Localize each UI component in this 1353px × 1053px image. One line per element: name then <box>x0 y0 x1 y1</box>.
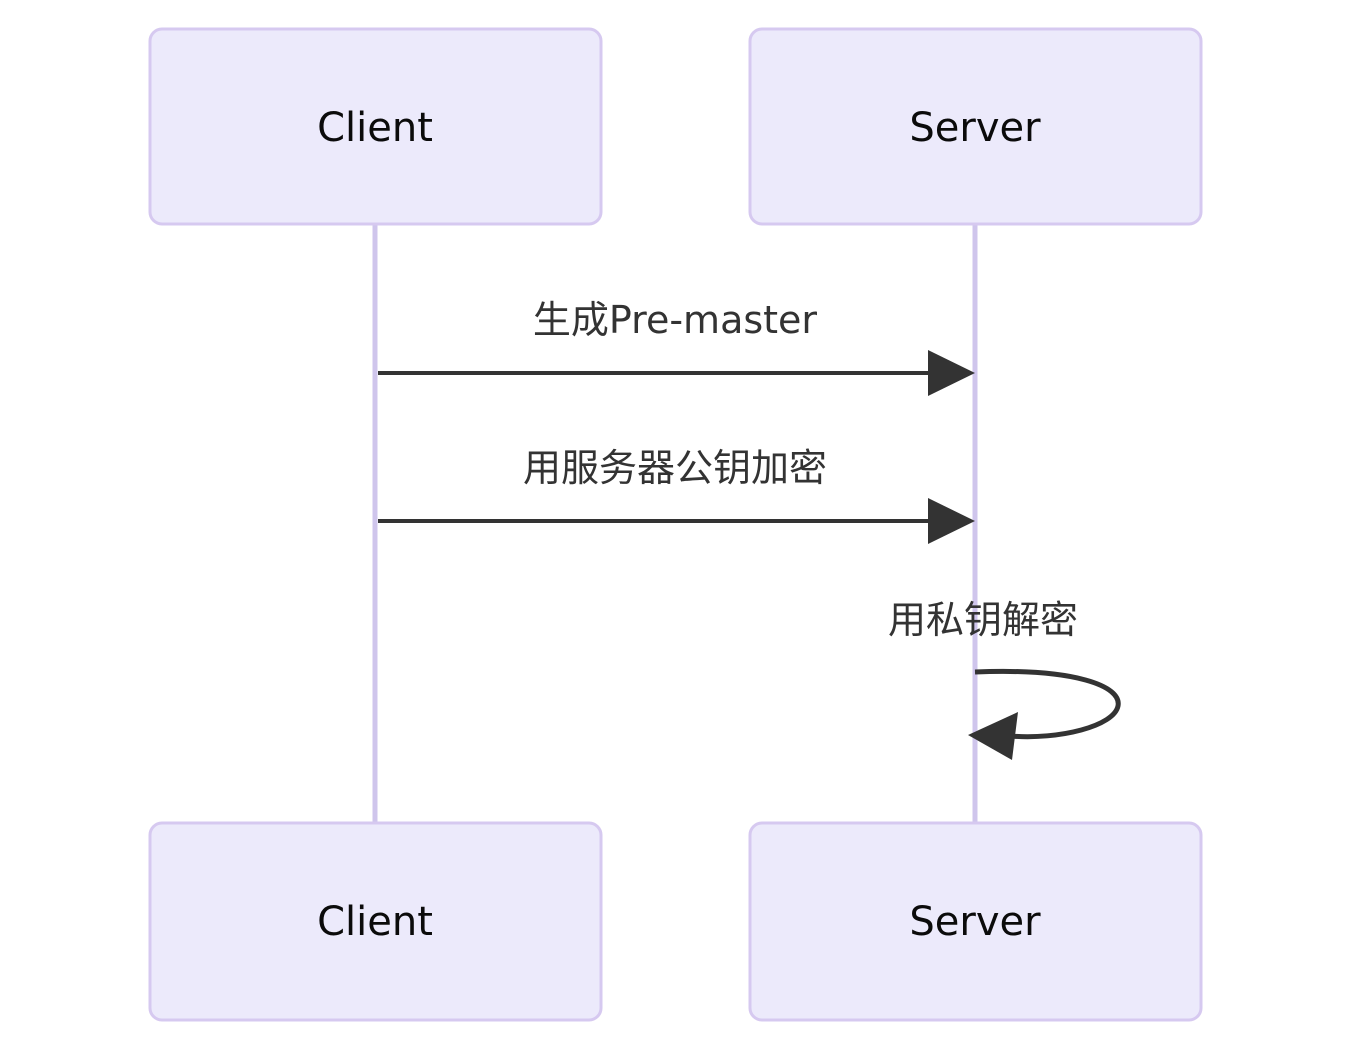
participant-box-rect <box>748 27 1203 226</box>
arrowhead-icon <box>928 498 975 544</box>
participant-box-server-top[interactable]: Server <box>748 27 1203 226</box>
participant-box-rect <box>748 821 1203 1022</box>
message-1-group[interactable]: 生成Pre-master <box>378 298 975 396</box>
message-2-group[interactable]: 用服务器公钥加密 <box>378 446 975 544</box>
self-loop-path <box>974 668 1121 740</box>
message-3-group[interactable]: 用私钥解密 <box>888 598 1121 760</box>
message-label-3: 用私钥解密 <box>888 598 1078 642</box>
participant-box-rect <box>148 821 603 1022</box>
participant-label-server-bottom: Server <box>909 899 1041 945</box>
message-label-1: 生成Pre-master <box>533 298 818 342</box>
arrowhead-icon <box>968 712 1018 760</box>
arrowhead-icon <box>928 350 975 396</box>
participant-box-server-bottom[interactable]: Server <box>748 821 1203 1022</box>
participant-label-client-top: Client <box>317 105 433 151</box>
participant-box-client-bottom[interactable]: Client <box>148 821 603 1022</box>
participant-label-client-bottom: Client <box>317 899 433 945</box>
message-label-2: 用服务器公钥加密 <box>523 446 827 490</box>
participant-box-rect <box>148 27 603 226</box>
participant-label-server-top: Server <box>909 105 1041 151</box>
participant-box-client-top[interactable]: Client <box>148 27 603 226</box>
